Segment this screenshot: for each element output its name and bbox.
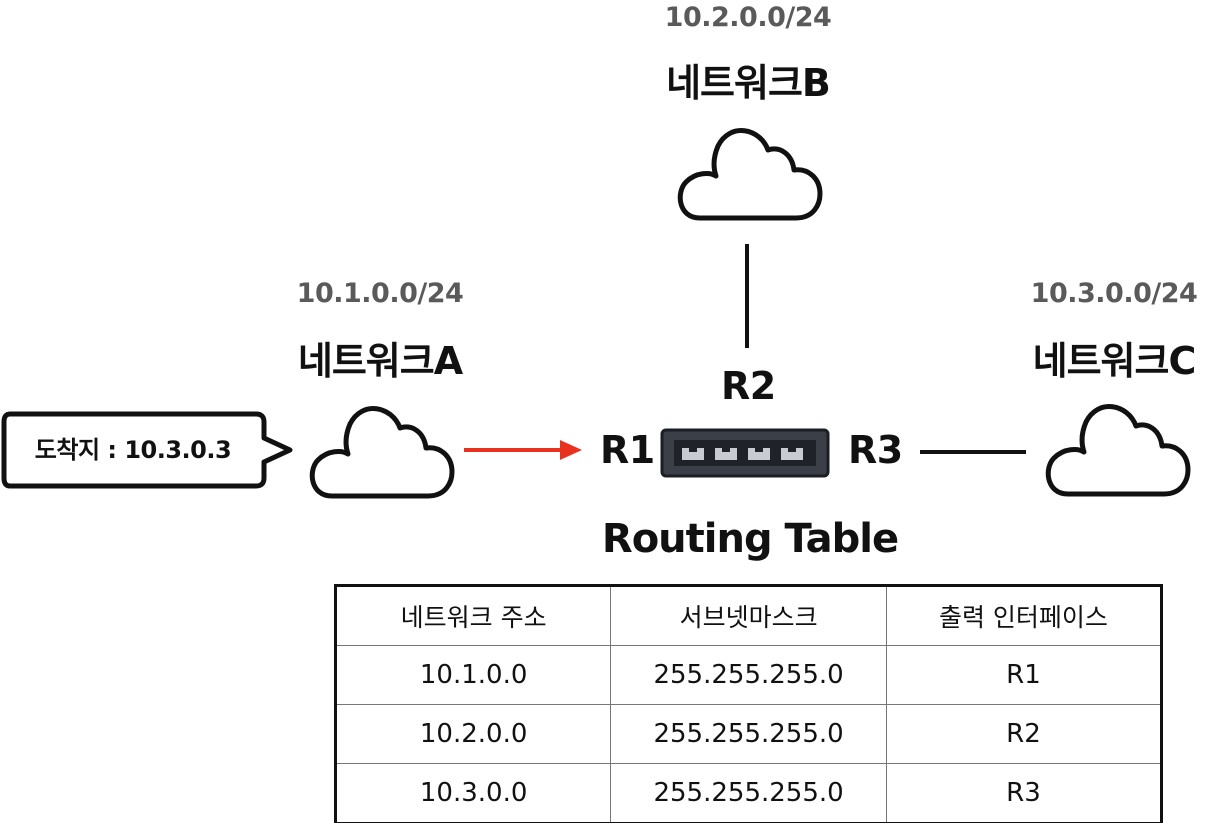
routing-table-header-row: 네트워크 주소 서브넷마스크 출력 인터페이스 (334, 585, 1163, 646)
port-r3-label: R3 (848, 428, 903, 472)
network-c-name: 네트워크C (1032, 339, 1197, 383)
table-row: 10.1.0.0 255.255.255.0 R1 (334, 645, 1163, 705)
cell-output-interface: R3 (885, 763, 1163, 823)
network-c-cloud-icon (1045, 404, 1191, 497)
table-row: 10.3.0.0 255.255.255.0 R3 (334, 763, 1163, 823)
destination-label: 도착지 : 10.3.0.3 (34, 436, 232, 464)
header-network-address: 네트워크 주소 (334, 585, 612, 646)
cell-output-interface: R1 (885, 645, 1163, 705)
link-b-r2 (745, 244, 749, 348)
network-a-subnet: 10.1.0.0/24 (296, 278, 464, 309)
router-icon (660, 428, 830, 478)
packet-arrow-icon (464, 440, 582, 460)
cell-network-address: 10.2.0.0 (334, 704, 612, 764)
port-r1-label: R1 (600, 428, 655, 472)
network-b-subnet: 10.2.0.0/24 (664, 2, 832, 33)
table-row: 10.2.0.0 255.255.255.0 R2 (334, 704, 1163, 764)
network-b-name: 네트워크B (666, 61, 831, 105)
network-a-name: 네트워크A (297, 339, 463, 383)
port-r2-label: R2 (721, 364, 776, 408)
network-c-subnet: 10.3.0.0/24 (1030, 278, 1198, 309)
routing-table-title: Routing Table (601, 516, 899, 562)
network-a-cloud-icon (309, 406, 455, 499)
header-output-interface: 출력 인터페이스 (885, 585, 1163, 646)
cell-network-address: 10.1.0.0 (334, 645, 612, 705)
cell-subnet-mask: 255.255.255.0 (610, 763, 887, 823)
cell-subnet-mask: 255.255.255.0 (610, 704, 887, 764)
destination-callout (1, 411, 293, 489)
routing-table: 네트워크 주소 서브넷마스크 출력 인터페이스 10.1.0.0 255.255… (334, 584, 1163, 823)
header-subnet-mask: 서브넷마스크 (610, 585, 887, 646)
cell-subnet-mask: 255.255.255.0 (610, 645, 887, 705)
link-r3-c (920, 450, 1026, 454)
network-b-cloud-icon (677, 128, 823, 221)
cell-network-address: 10.3.0.0 (334, 763, 612, 823)
cell-output-interface: R2 (885, 704, 1163, 764)
